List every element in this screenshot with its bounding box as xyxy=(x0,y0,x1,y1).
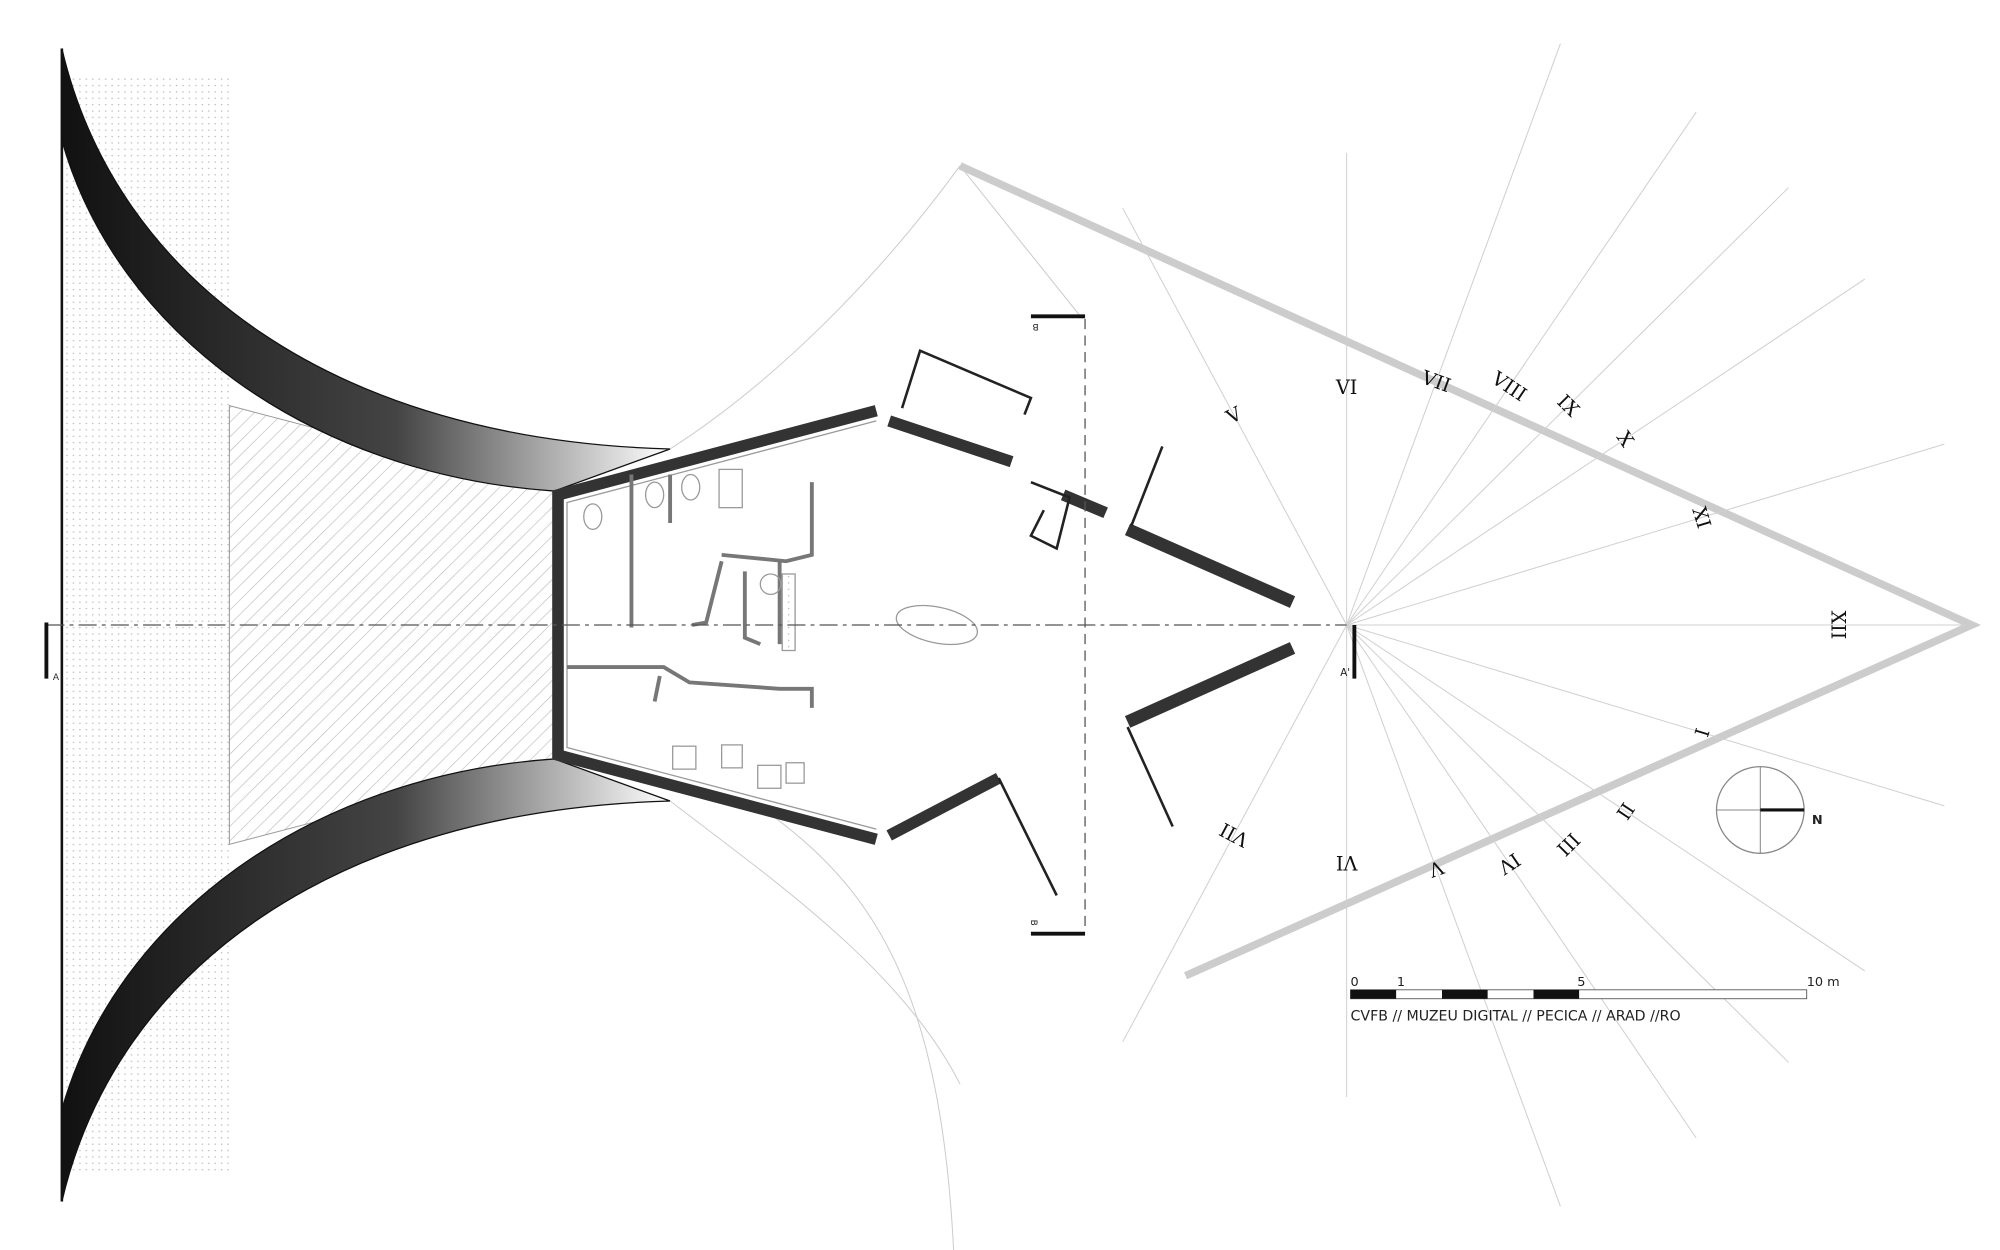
hour-label: VI xyxy=(1335,376,1358,399)
wall-se-3 xyxy=(1124,642,1296,728)
hour-line xyxy=(1346,624,1561,1207)
section-label-b-top: B xyxy=(1032,321,1038,331)
hour-line xyxy=(1122,208,1348,626)
sundial-border xyxy=(958,162,1981,980)
lower-curved-wall xyxy=(61,758,671,1202)
section-label-b-bottom: B xyxy=(1028,920,1038,926)
section-label-a-right: A' xyxy=(1340,667,1350,679)
hour-label: VI xyxy=(1336,851,1359,874)
stair xyxy=(1029,480,1072,551)
hour-line xyxy=(1346,624,1697,1139)
scale-tick-10: 10 m xyxy=(1807,975,1840,990)
scale-tick-5: 5 xyxy=(1577,975,1585,990)
table-oval xyxy=(895,604,979,646)
hour-label: II xyxy=(1611,798,1639,823)
wall-se-1 xyxy=(886,772,1002,841)
hour-label: VIII xyxy=(1487,366,1531,406)
hour-line xyxy=(1346,111,1697,626)
hour-line xyxy=(1346,43,1561,626)
upper-curved-wall xyxy=(61,48,671,492)
hour-line xyxy=(1122,624,1348,1042)
building xyxy=(552,349,1296,896)
hour-line xyxy=(1346,443,1945,626)
hour-label: IV xyxy=(1493,848,1525,880)
hour-label: XII xyxy=(1826,611,1849,640)
hour-label: VII xyxy=(1418,365,1454,397)
north-arrow: N xyxy=(1715,765,1823,854)
wall-ne-1 xyxy=(887,415,1014,468)
entrance-canopy xyxy=(900,349,1033,415)
north-label: N xyxy=(1812,813,1823,828)
hour-line xyxy=(1346,624,1945,807)
hour-label: VII xyxy=(1216,818,1254,852)
hour-label: X xyxy=(1612,427,1639,451)
hour-label: V xyxy=(1222,401,1247,429)
hour-line xyxy=(1346,187,1789,626)
planter xyxy=(781,573,796,652)
exterior-wall-west xyxy=(552,405,878,845)
site-arcs xyxy=(669,165,1083,1250)
scale-tick-1: 1 xyxy=(1397,975,1405,990)
scale-tick-0: 0 xyxy=(1351,975,1359,990)
drawing-caption: CVFB // MUZEU DIGITAL // PECICA // ARAD … xyxy=(1351,1008,1681,1024)
wall-ne-3 xyxy=(1124,523,1296,608)
scale-bar: 0 1 5 10 m CVFB // MUZEU DIGITAL // PECI… xyxy=(1350,975,1840,1024)
section-label-a-left: A xyxy=(53,673,60,683)
hour-line xyxy=(1346,624,1866,972)
hour-label: I xyxy=(1689,725,1713,739)
hour-line xyxy=(1346,278,1866,626)
